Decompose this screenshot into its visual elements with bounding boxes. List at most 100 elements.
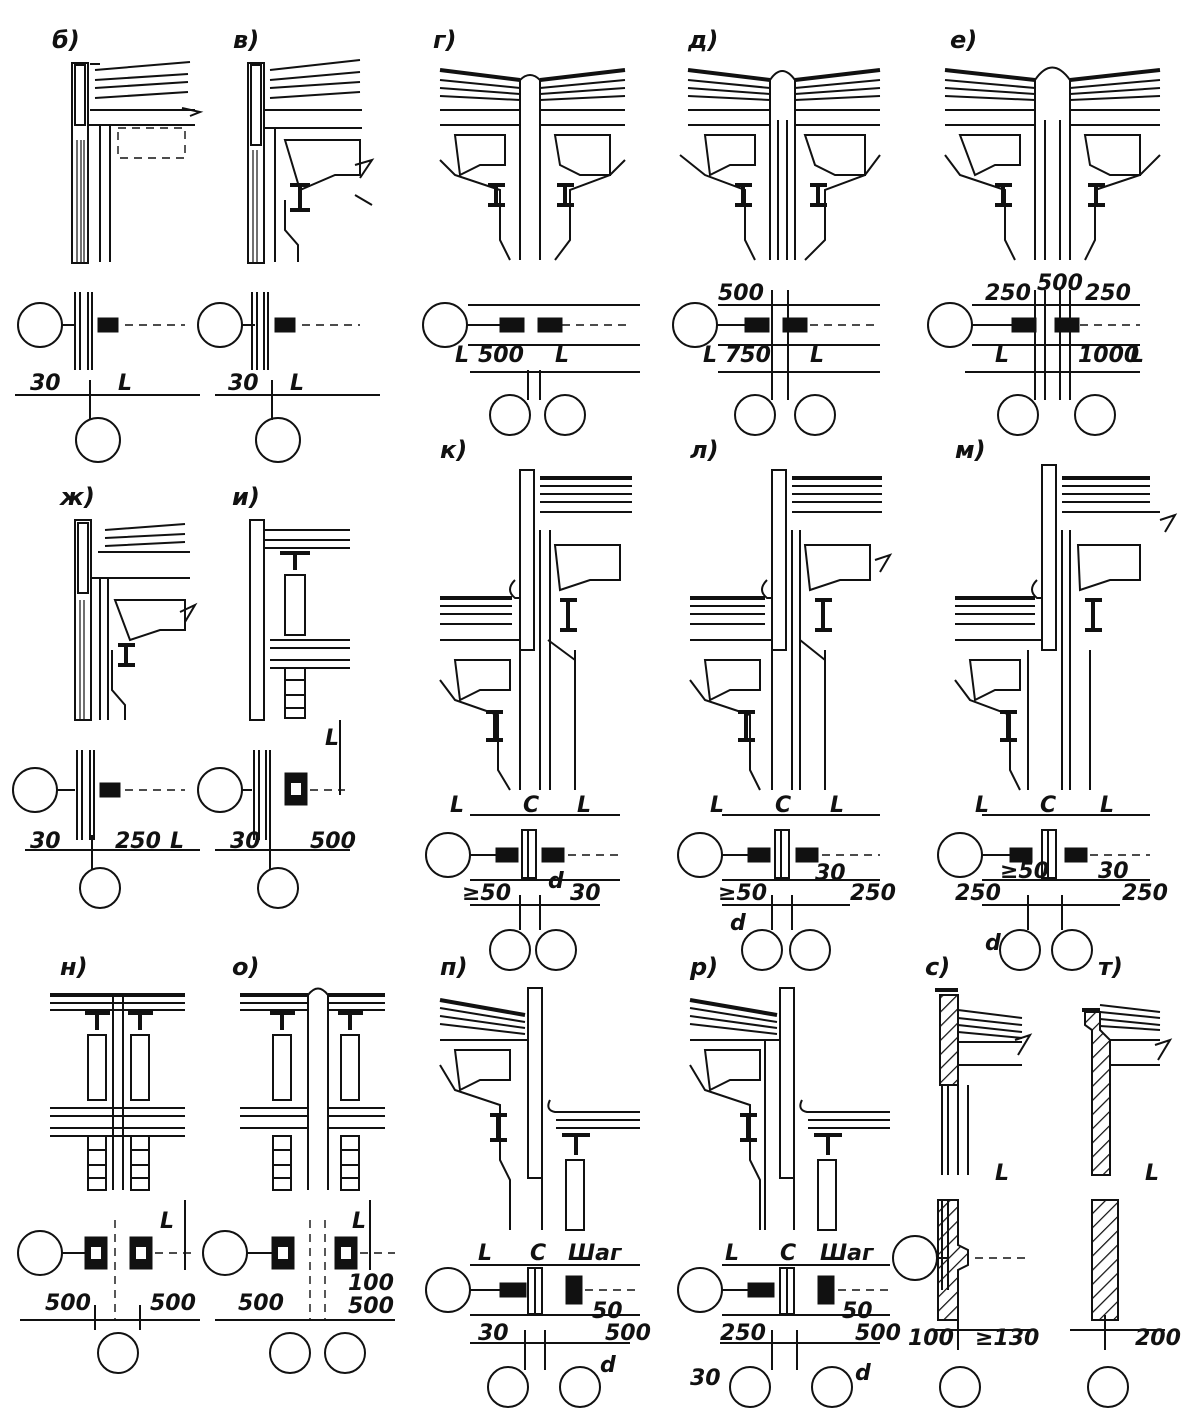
panel-l-dim-d: d [730,911,746,936]
panel-t-dim-l: L [1145,1161,1159,1186]
panel-k-letter: к) [440,436,467,464]
panel-m-letter: м) [955,436,986,464]
panel-o-dim-500b: 500 [348,1294,394,1319]
panel-k-dim-ge50: ≥50 [462,881,511,906]
panel-m-dim-ge50: ≥50 [1000,859,1049,884]
panel-r-dim-50: 50 [842,1299,873,1324]
panel-b-dim-l: L [118,371,132,396]
panel-k-dim-30: 30 [570,881,601,906]
panel-p-dim-50: 50 [592,1299,623,1324]
panel-s-dim-100: 100 [908,1326,954,1351]
panel-p-dim-c: C [530,1241,546,1266]
panel-o: о) L 500 100 500 [202,953,395,1374]
panel-l-dim-ge50: ≥50 [718,881,767,906]
panel-s-letter: с) [925,953,950,981]
panel-l: л) L C L ≥50 30 250 d [677,436,896,971]
panel-e-dim-250a: 250 [985,281,1031,306]
panel-n-dim-500b: 500 [150,1291,196,1316]
panel-g-dim-500: 500 [478,343,524,368]
panel-l-dim-l1: L [710,793,724,818]
panel-e-dim-l2: L [1130,343,1144,368]
panel-i-letter: и) [232,483,260,511]
panel-l-letter: л) [690,436,719,464]
panel-k-dim-c: C [523,793,539,818]
panel-l-dim-l2: L [830,793,844,818]
panel-n: н) L 500 500 [17,953,200,1374]
panel-p-letter: п) [440,953,468,981]
panel-l-dim-30: 30 [815,861,846,886]
panel-m-dim-l1: L [975,793,989,818]
panel-p: п) L C Шаг 30 50 500 d [425,953,651,1408]
panel-b-letter: б) [52,26,80,54]
panel-o-dim-100: 100 [348,1271,394,1296]
panel-t: т) L 200 [1070,953,1181,1408]
panel-g-dim-l2: L [555,343,569,368]
panel-g: г) L 500 L [422,26,640,436]
panel-t-dim-200: 200 [1135,1326,1181,1351]
panel-r-dim-c: C [780,1241,796,1266]
panel-r-dim-250: 250 [720,1321,766,1346]
panel-s-dim-l: L [995,1161,1009,1186]
panel-g-dim-l1: L [455,343,469,368]
panel-d-dim-500: 500 [718,281,764,306]
panel-l-dim-c: C [775,793,791,818]
panel-m-dim-30: 30 [1098,859,1129,884]
panel-v-dim-l: L [290,371,304,396]
panel-g-letter: г) [433,26,457,54]
panel-e: е) 250 500 250 L 1000 L [927,26,1161,436]
panel-zh-dim-250: 250 [115,829,161,854]
panel-p-dim-500: 500 [605,1321,651,1346]
panel-o-dim-500a: 500 [238,1291,284,1316]
panel-t-letter: т) [1098,953,1123,981]
panel-e-dim-1000: 1000 [1078,343,1139,368]
panel-p-dim-l: L [478,1241,492,1266]
panel-d-dim-l1: L [703,343,717,368]
panel-r-dim-l: L [725,1241,739,1266]
panel-i: и) 30 500 L [197,483,356,909]
panel-r-dim-d: d [855,1361,871,1386]
panel-b-dim-30: 30 [30,371,61,396]
panel-m-dim-l2: L [1100,793,1114,818]
panel-r-dim-500: 500 [855,1321,901,1346]
panel-zh: ж) 30 250 L [12,483,200,909]
panel-i-dim-500: 500 [310,829,356,854]
panel-k-dim-l2: L [577,793,591,818]
panel-e-dim-l1: L [995,343,1009,368]
panel-k-dim-l1: L [450,793,464,818]
panel-r-dim-shag: Шаг [820,1241,875,1266]
panel-e-letter: е) [950,26,977,54]
panel-zh-dim-30: 30 [30,829,61,854]
panel-i-dim-30: 30 [230,829,261,854]
panel-d: д) 500 L 750 L [672,26,881,436]
panel-i-dim-l: L [325,726,339,751]
panel-d-letter: д) [687,26,718,54]
panel-k-dim-d: d [548,869,564,894]
panel-n-dim-500a: 500 [45,1291,91,1316]
panel-e-dim-500: 500 [1037,271,1083,296]
panel-r-dim-30: 30 [690,1366,721,1391]
panel-zh-dim-l: L [170,829,184,854]
panel-v: в) 30 L [197,26,380,463]
panel-s-dim-ge130: ≥130 [975,1326,1039,1351]
panel-d-dim-750: 750 [725,343,771,368]
panel-k: к) L C L ≥50 d 30 [425,436,632,971]
panel-m: м) L C L ≥50 30 250 250 d [937,436,1178,971]
panel-o-dim-l: L [352,1209,366,1234]
panel-l-dim-250: 250 [850,881,896,906]
panel-m-dim-250a: 250 [955,881,1001,906]
panel-p-dim-30: 30 [478,1321,509,1346]
panel-v-letter: в) [233,26,259,54]
panel-e-dim-250b: 250 [1085,281,1131,306]
panel-s: с) L 100 ≥130 [892,953,1039,1408]
panel-m-dim-c: C [1040,793,1056,818]
panel-p-dim-d: d [600,1353,616,1378]
panel-m-dim-250b: 250 [1122,881,1168,906]
panel-m-dim-d: d [985,931,1001,956]
panel-d-dim-l2: L [810,343,824,368]
panel-n-letter: н) [60,953,88,981]
panel-o-letter: о) [232,953,259,981]
panel-n-dim-l: L [160,1209,174,1234]
panel-r-letter: р) [689,953,718,981]
panel-zh-letter: ж) [59,483,95,511]
